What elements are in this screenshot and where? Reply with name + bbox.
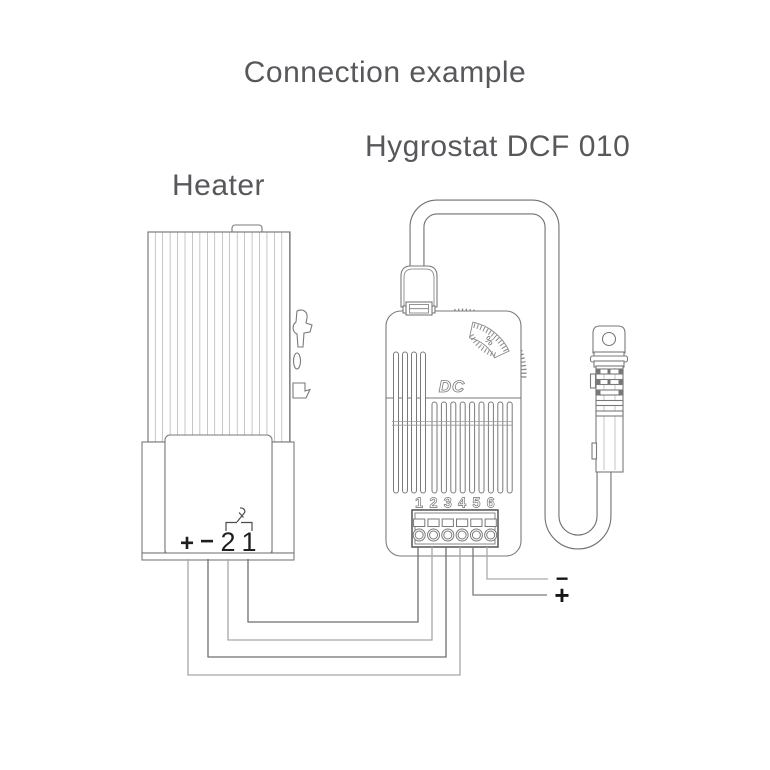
- heater-terminal-1: 1: [241, 527, 256, 557]
- wire-heaterplus-hygro4: [187, 547, 461, 676]
- terminal-slots: [413, 518, 497, 527]
- wire-heaterminus-hygro3: [207, 547, 447, 658]
- page-title: Connection example: [243, 56, 527, 89]
- sensor-side-tab-upper: [589, 373, 597, 389]
- heater-label: Heater: [172, 169, 266, 202]
- sensor-side-tab-lower: [591, 442, 598, 460]
- sensor-flange: [589, 351, 629, 368]
- terminal-screws: [412, 528, 498, 542]
- wire-hygro6-negative: [486, 547, 548, 580]
- wire-heater2-hygro2: [227, 547, 433, 641]
- dial-scale-icon: %: [468, 321, 510, 359]
- hygrostat-label: Hygrostat DCF 010: [365, 130, 631, 163]
- wire-hygro5-positive: [472, 547, 547, 596]
- wire-heater1-hygro1: [247, 547, 419, 623]
- hygrostat-terminal-2: 2: [429, 496, 437, 512]
- hygrostat-terminal-1: 1: [415, 496, 423, 512]
- dc-logo: DC: [439, 377, 466, 396]
- sensor-ribs: [595, 368, 624, 417]
- heater-base-right-wall: [271, 441, 295, 554]
- supply-labels: − +: [554, 566, 569, 610]
- sensor-mount-hole: [601, 331, 617, 347]
- sensor-cable: [409, 199, 612, 550]
- terminal-block: [411, 509, 499, 548]
- supply-negative-label: −: [556, 566, 569, 591]
- heater-base-left-wall: [141, 441, 166, 554]
- supply-positive-label: +: [554, 580, 569, 610]
- heater-base-bottom: [141, 552, 295, 561]
- hygrostat-terminal-3: 3: [444, 496, 452, 512]
- din-rail-clip-icon: [292, 309, 313, 399]
- heater-terminal-plus: +: [180, 530, 194, 557]
- heater-terminal-labels: + − 2 1: [180, 527, 257, 557]
- cable-plug-icon: [400, 265, 438, 316]
- humidity-sensor: [589, 325, 629, 473]
- hygrostat-terminal-5: 5: [472, 496, 480, 512]
- hygrostat-terminal-4: 4: [458, 496, 466, 512]
- heater-terminal-minus: −: [200, 528, 214, 555]
- hygrostat-terminal-6: 6: [487, 496, 495, 512]
- heater-switch-symbol-icon: [225, 507, 253, 531]
- hygrostat-device: % DC: [385, 308, 527, 557]
- vent-slots: [392, 351, 513, 494]
- heater-device: + − 2 1: [141, 224, 313, 561]
- heater-terminal-2: 2: [220, 527, 235, 557]
- wiring: [187, 547, 548, 676]
